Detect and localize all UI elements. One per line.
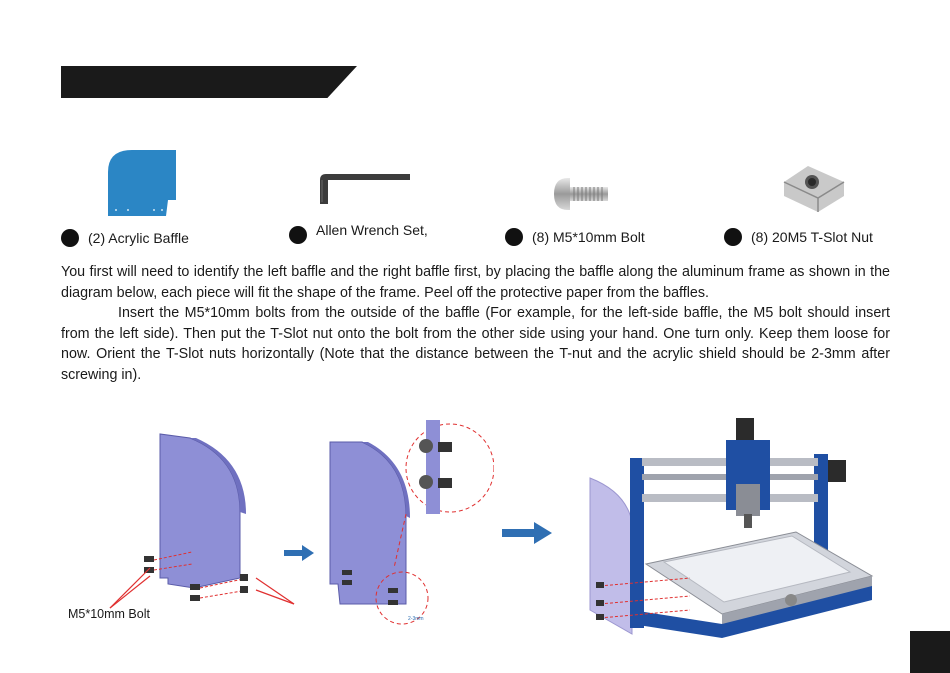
bullet-icon — [505, 228, 523, 246]
baffle-bolts-diagram — [109, 433, 295, 609]
cnc-machine-diagram — [589, 418, 874, 638]
instruction-text: You first will need to identify the left… — [61, 262, 890, 385]
baffle-detail-diagram: 2-3mm — [329, 420, 494, 625]
bullet-icon — [289, 226, 307, 244]
acrylic-baffle-icon — [108, 150, 176, 216]
t-slot-nut-icon — [783, 166, 845, 212]
bolt-icon — [554, 178, 608, 210]
bolt-callout-label: M5*10mm Bolt — [68, 607, 150, 621]
allen-wrench-icon — [320, 174, 410, 204]
page-number-tab — [910, 631, 950, 673]
part-label-allen-wrench: Allen Wrench Set, — [289, 222, 428, 244]
part-label-t-slot-nut: (8) 20M5 T-Slot Nut — [724, 228, 873, 246]
section-header-band — [61, 66, 357, 98]
bullet-icon — [61, 229, 79, 247]
bullet-icon — [724, 228, 742, 246]
gap-measurement-label: 2-3mm — [408, 616, 424, 622]
instruction-paragraph-1: You first will need to identify the left… — [61, 264, 890, 301]
arrow-right-icon — [284, 545, 314, 561]
instruction-paragraph-2: Insert the M5*10mm bolts from the outsid… — [61, 305, 890, 383]
part-label-acrylic-baffle: (2) Acrylic Baffle — [61, 229, 189, 247]
arrow-right-icon — [502, 522, 552, 544]
part-label-bolt: (8) M5*10mm Bolt — [505, 228, 645, 246]
